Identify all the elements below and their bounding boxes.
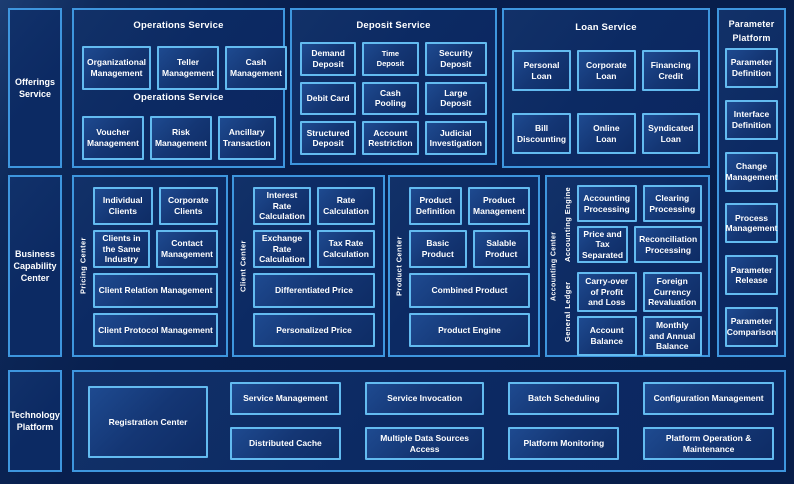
panel-accounting-center: Accounting Center Accounting Engine Gene… bbox=[545, 175, 710, 357]
node-reconciliation-processing: Reconciliation Processing bbox=[634, 226, 703, 263]
node-cash-pooling: Cash Pooling bbox=[362, 81, 419, 116]
technology-grid: Service Management Service Invocation Ba… bbox=[230, 382, 774, 460]
panel-pricing-center: Pricing Center Individual Clients Corpor… bbox=[72, 175, 228, 357]
node-judicial-investigation: Judicial Investigation bbox=[424, 121, 487, 155]
node-client-relation-management: Client Relation Management bbox=[93, 273, 218, 309]
node-account-balance: Account Balance bbox=[577, 316, 637, 356]
operations-row-1: Organizational Management Teller Managem… bbox=[82, 46, 287, 90]
rail-offerings-service: Offerings Service bbox=[8, 8, 62, 168]
node-personal-loan: Personal Loan bbox=[512, 50, 572, 91]
node-platform-monitoring: Platform Monitoring bbox=[508, 427, 620, 460]
product-center-content: Product Definition Product Management Ba… bbox=[409, 187, 530, 347]
node-demand-deposit: Demand Deposit bbox=[300, 42, 357, 76]
deposit-service-title: Deposit Service bbox=[356, 20, 431, 31]
node-financing-credit: Financing Credit bbox=[641, 50, 700, 91]
panel-client-center: Client Center Interest Rate Calculation … bbox=[232, 175, 385, 357]
node-combined-product: Combined Product bbox=[409, 273, 530, 309]
node-interface-definition: Interface Definition bbox=[725, 99, 778, 140]
node-batch-scheduling: Batch Scheduling bbox=[508, 382, 620, 415]
node-syndicated-loan: Syndicated Loan bbox=[641, 113, 700, 154]
node-interest-rate-calculation: Interest Rate Calculation bbox=[253, 187, 311, 225]
accounting-engine-label: Accounting Engine bbox=[563, 186, 572, 262]
node-exchange-rate-calculation: Exchange Rate Calculation bbox=[253, 230, 311, 268]
node-differentiated-price: Differentiated Price bbox=[253, 273, 375, 309]
node-parameter-comparison: Parameter Comparison bbox=[725, 306, 778, 347]
node-corporate-loan: Corporate Loan bbox=[577, 50, 636, 91]
node-salable-product: Salable Product bbox=[472, 230, 530, 268]
node-large-deposit: Large Deposit bbox=[424, 81, 487, 116]
node-tax-rate-calculation: Tax Rate Calculation bbox=[317, 230, 375, 268]
node-voucher-management: Voucher Management bbox=[82, 116, 144, 160]
node-online-loan: Online Loan bbox=[577, 113, 636, 154]
parameter-platform-title: Parameter Platform bbox=[728, 19, 775, 44]
rail-technology-platform: Technology Platform bbox=[8, 370, 62, 472]
node-change-management: Change Management bbox=[725, 151, 778, 192]
node-account-restriction: Account Restriction bbox=[362, 121, 419, 155]
node-basic-product: Basic Product bbox=[409, 230, 467, 268]
operations-service-watermark: Operations Service bbox=[133, 92, 224, 103]
node-risk-management: Risk Management bbox=[149, 116, 212, 160]
operations-service-title: Operations Service bbox=[133, 20, 224, 31]
node-distributed-cache: Distributed Cache bbox=[230, 427, 341, 460]
node-teller-management: Teller Management bbox=[157, 46, 219, 90]
node-service-management: Service Management bbox=[230, 382, 341, 415]
node-contact-management: Contact Management bbox=[156, 230, 218, 268]
panel-technology-platform: Registration Center Service Management S… bbox=[72, 370, 786, 472]
node-time-deposit: Time Deposit bbox=[362, 42, 419, 76]
node-product-management: Product Management bbox=[468, 187, 530, 225]
panel-deposit-service: Deposit Service Demand Deposit Time Depo… bbox=[290, 8, 497, 165]
node-price-and-tax-separated: Price and Tax Separated bbox=[577, 226, 629, 263]
operations-row-2: Voucher Management Risk Management Ancil… bbox=[82, 116, 276, 160]
node-carry-over-profit-loss: Carry-over of Profit and Loss bbox=[577, 272, 637, 312]
node-ancillary-transaction: Ancillary Transaction bbox=[217, 116, 276, 160]
accounting-center-content: Accounting Processing Clearing Processin… bbox=[577, 185, 703, 356]
node-monthly-annual-balance: Monthly and Annual Balance bbox=[642, 316, 702, 356]
node-clients-same-industry: Clients in the Same Industry bbox=[93, 230, 151, 268]
node-client-protocol-management: Client Protocol Management bbox=[93, 313, 218, 347]
node-product-engine: Product Engine bbox=[409, 313, 530, 347]
node-accounting-processing: Accounting Processing bbox=[577, 185, 637, 222]
client-center-content: Interest Rate Calculation Rate Calculati… bbox=[253, 187, 375, 347]
node-rate-calculation: Rate Calculation bbox=[317, 187, 375, 225]
panel-operations-service: Operations Service Organizational Manage… bbox=[72, 8, 287, 168]
node-individual-clients: Individual Clients bbox=[93, 187, 153, 225]
node-security-deposit: Security Deposit bbox=[424, 42, 487, 76]
parameter-stack: Parameter Definition Interface Definitio… bbox=[725, 48, 778, 347]
node-service-invocation: Service Invocation bbox=[364, 382, 485, 415]
node-multiple-data-sources-access: Multiple Data Sources Access bbox=[364, 427, 485, 460]
node-bill-discounting: Bill Discounting bbox=[512, 113, 572, 154]
rail-business-capability-center: Business Capability Center bbox=[8, 175, 62, 357]
node-parameter-release: Parameter Release bbox=[725, 255, 778, 296]
node-personalized-price: Personalized Price bbox=[253, 313, 375, 347]
panel-product-center: Product Center Product Definition Produc… bbox=[388, 175, 540, 357]
node-platform-operation-maintenance: Platform Operation & Maintenance bbox=[643, 427, 774, 460]
node-organizational-management: Organizational Management bbox=[82, 46, 152, 90]
loan-grid: Personal Loan Corporate Loan Financing C… bbox=[512, 50, 700, 154]
node-debit-card: Debit Card bbox=[300, 81, 357, 116]
loan-service-title: Loan Service bbox=[575, 22, 637, 33]
panel-parameter-platform: Parameter Platform Parameter Definition … bbox=[717, 8, 786, 357]
node-corporate-clients: Corporate Clients bbox=[158, 187, 218, 225]
deposit-grid: Demand Deposit Time Deposit Security Dep… bbox=[300, 42, 487, 155]
node-process-management: Process Management bbox=[725, 203, 778, 244]
node-foreign-currency-revaluation: Foreign Currency Revaluation bbox=[642, 272, 702, 312]
client-center-label: Client Center bbox=[238, 240, 248, 292]
node-registration-center: Registration Center bbox=[88, 386, 208, 458]
pricing-center-label: Pricing Center bbox=[78, 237, 88, 295]
pricing-center-content: Individual Clients Corporate Clients Cli… bbox=[93, 187, 218, 347]
node-parameter-definition: Parameter Definition bbox=[725, 48, 778, 88]
node-clearing-processing: Clearing Processing bbox=[642, 185, 702, 222]
general-ledger-label: General Ledger bbox=[563, 281, 572, 343]
node-product-definition: Product Definition bbox=[409, 187, 463, 225]
panel-loan-service: Loan Service Personal Loan Corporate Loa… bbox=[502, 8, 710, 168]
accounting-center-label: Accounting Center bbox=[550, 231, 558, 301]
product-center-label: Product Center bbox=[394, 236, 404, 296]
node-cash-management: Cash Management bbox=[225, 46, 287, 90]
node-structured-deposit: Structured Deposit bbox=[300, 121, 357, 155]
node-configuration-management: Configuration Management bbox=[643, 382, 774, 415]
